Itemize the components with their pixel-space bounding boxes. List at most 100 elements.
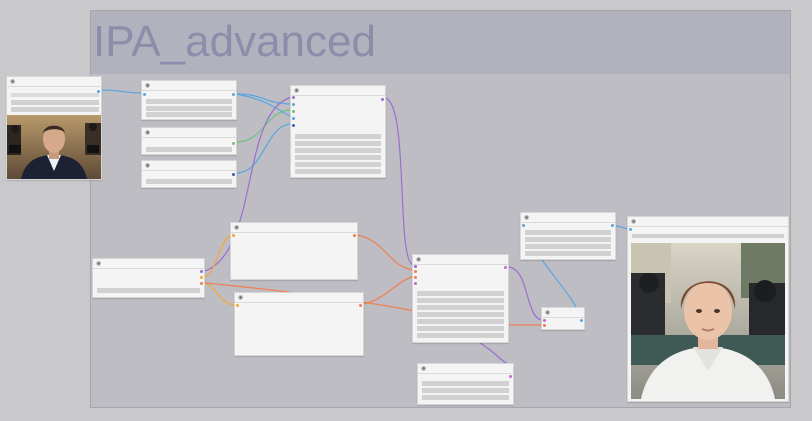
- clip-name-widget[interactable]: [146, 147, 232, 152]
- input-port-clip[interactable]: [232, 234, 235, 237]
- node-checkpoint-loader[interactable]: ◉: [92, 258, 205, 298]
- node-upscale[interactable]: ◉: [520, 212, 616, 260]
- provider-widget[interactable]: [146, 106, 232, 111]
- node-ksampler[interactable]: ◉: [412, 254, 509, 343]
- circle-dot-icon[interactable]: ◉: [545, 310, 551, 316]
- input-port-vae[interactable]: [543, 324, 546, 327]
- provider-widget[interactable]: [146, 179, 232, 184]
- input-port-latent[interactable]: [414, 282, 417, 285]
- node-header[interactable]: ◉: [231, 223, 357, 233]
- embeds-scaling-widget[interactable]: [295, 169, 381, 174]
- input-port-clip[interactable]: [236, 304, 239, 307]
- weight-widget[interactable]: [295, 134, 381, 139]
- node-header[interactable]: ◉: [7, 77, 101, 87]
- output-port-image[interactable]: [580, 319, 583, 322]
- denoise-widget[interactable]: [417, 333, 504, 338]
- input-port-negative[interactable]: [414, 276, 417, 279]
- ckpt-name-widget[interactable]: [97, 288, 200, 293]
- node-load-image[interactable]: ◉: [6, 76, 102, 180]
- end-at-widget[interactable]: [295, 162, 381, 167]
- scheduler-widget[interactable]: [417, 326, 504, 331]
- output-port-conditioning[interactable]: [353, 234, 356, 237]
- output-port-latent[interactable]: [504, 266, 507, 269]
- output-port-conditioning[interactable]: [359, 304, 362, 307]
- preset-widget[interactable]: [146, 99, 232, 104]
- node-header[interactable]: ◉: [413, 255, 508, 265]
- node-ipadapter-advanced[interactable]: ◉: [290, 85, 386, 178]
- node-header[interactable]: ◉: [291, 86, 385, 96]
- circle-dot-icon[interactable]: ◉: [96, 261, 102, 267]
- output-port-latent[interactable]: [509, 375, 512, 378]
- image-select-widget[interactable]: [11, 93, 99, 97]
- circle-dot-icon[interactable]: ◉: [145, 163, 151, 169]
- crop-widget[interactable]: [525, 251, 611, 256]
- height-widget[interactable]: [422, 388, 509, 393]
- combine-widget[interactable]: [295, 148, 381, 153]
- node-header[interactable]: ◉: [142, 161, 236, 171]
- sampler-widget[interactable]: [417, 319, 504, 324]
- output-port-vae[interactable]: [200, 282, 203, 285]
- output-port[interactable]: [232, 93, 235, 96]
- group-header[interactable]: IPA_advanced: [91, 11, 790, 74]
- circle-dot-icon[interactable]: ◉: [524, 215, 530, 221]
- circle-dot-icon[interactable]: ◉: [234, 225, 240, 231]
- node-empty-latent[interactable]: ◉: [417, 363, 514, 405]
- node-insightface-loader[interactable]: ◉: [141, 160, 237, 188]
- circle-dot-icon[interactable]: ◉: [145, 130, 151, 136]
- upload-widget-2[interactable]: [11, 107, 99, 112]
- node-header[interactable]: ◉: [628, 217, 788, 227]
- circle-dot-icon[interactable]: ◉: [145, 83, 151, 89]
- input-port-model[interactable]: [414, 265, 417, 268]
- width-widget[interactable]: [422, 381, 509, 386]
- node-positive-prompt[interactable]: ◉: [230, 222, 358, 280]
- input-port-ipadapter[interactable]: [292, 103, 295, 106]
- circle-dot-icon[interactable]: ◉: [421, 366, 427, 372]
- batch-widget[interactable]: [422, 395, 509, 400]
- output-port[interactable]: [232, 142, 235, 145]
- input-port-model[interactable]: [292, 96, 295, 99]
- input-port-clipvision[interactable]: [292, 124, 295, 127]
- upload-widget[interactable]: [11, 100, 99, 105]
- cfg-widget[interactable]: [417, 312, 504, 317]
- input-port-samples[interactable]: [543, 319, 546, 322]
- control-widget[interactable]: [417, 298, 504, 303]
- node-header[interactable]: ◉: [235, 293, 363, 303]
- node-clip-vision-loader[interactable]: ◉: [141, 127, 237, 155]
- circle-dot-icon[interactable]: ◉: [416, 257, 422, 263]
- height-widget[interactable]: [525, 244, 611, 249]
- input-port-image[interactable]: [522, 224, 525, 227]
- output-port-image[interactable]: [97, 90, 100, 93]
- input-port-attn[interactable]: [292, 117, 295, 120]
- output-port-image[interactable]: [611, 224, 614, 227]
- input-port-images[interactable]: [629, 228, 632, 231]
- method-widget[interactable]: [525, 230, 611, 235]
- node-header[interactable]: ◉: [418, 364, 513, 374]
- lora-widget[interactable]: [146, 112, 232, 117]
- node-header[interactable]: ◉: [142, 128, 236, 138]
- output-port-model[interactable]: [381, 98, 384, 101]
- circle-dot-icon[interactable]: ◉: [10, 79, 16, 85]
- steps-widget[interactable]: [417, 305, 504, 310]
- node-header[interactable]: ◉: [142, 81, 236, 91]
- circle-dot-icon[interactable]: ◉: [294, 88, 300, 94]
- circle-dot-icon[interactable]: ◉: [238, 295, 244, 301]
- weight-type-widget[interactable]: [295, 141, 381, 146]
- node-vae-decode[interactable]: ◉: [541, 307, 585, 330]
- output-port[interactable]: [232, 173, 235, 176]
- circle-dot-icon[interactable]: ◉: [631, 219, 637, 225]
- filename-widget[interactable]: [632, 234, 784, 238]
- input-port[interactable]: [143, 93, 146, 96]
- seed-widget[interactable]: [417, 291, 504, 296]
- start-at-widget[interactable]: [295, 155, 381, 160]
- node-header[interactable]: ◉: [542, 308, 584, 318]
- input-port-positive[interactable]: [414, 270, 417, 273]
- width-widget[interactable]: [525, 237, 611, 242]
- output-port-clip[interactable]: [200, 276, 203, 279]
- node-header[interactable]: ◉: [521, 213, 615, 223]
- node-header[interactable]: ◉: [93, 259, 204, 269]
- node-ipadapter-loader[interactable]: ◉: [141, 80, 237, 120]
- output-port-model[interactable]: [200, 270, 203, 273]
- input-port-image[interactable]: [292, 110, 295, 113]
- node-negative-prompt[interactable]: ◉: [234, 292, 364, 356]
- node-preview-image[interactable]: ◉: [627, 216, 789, 402]
